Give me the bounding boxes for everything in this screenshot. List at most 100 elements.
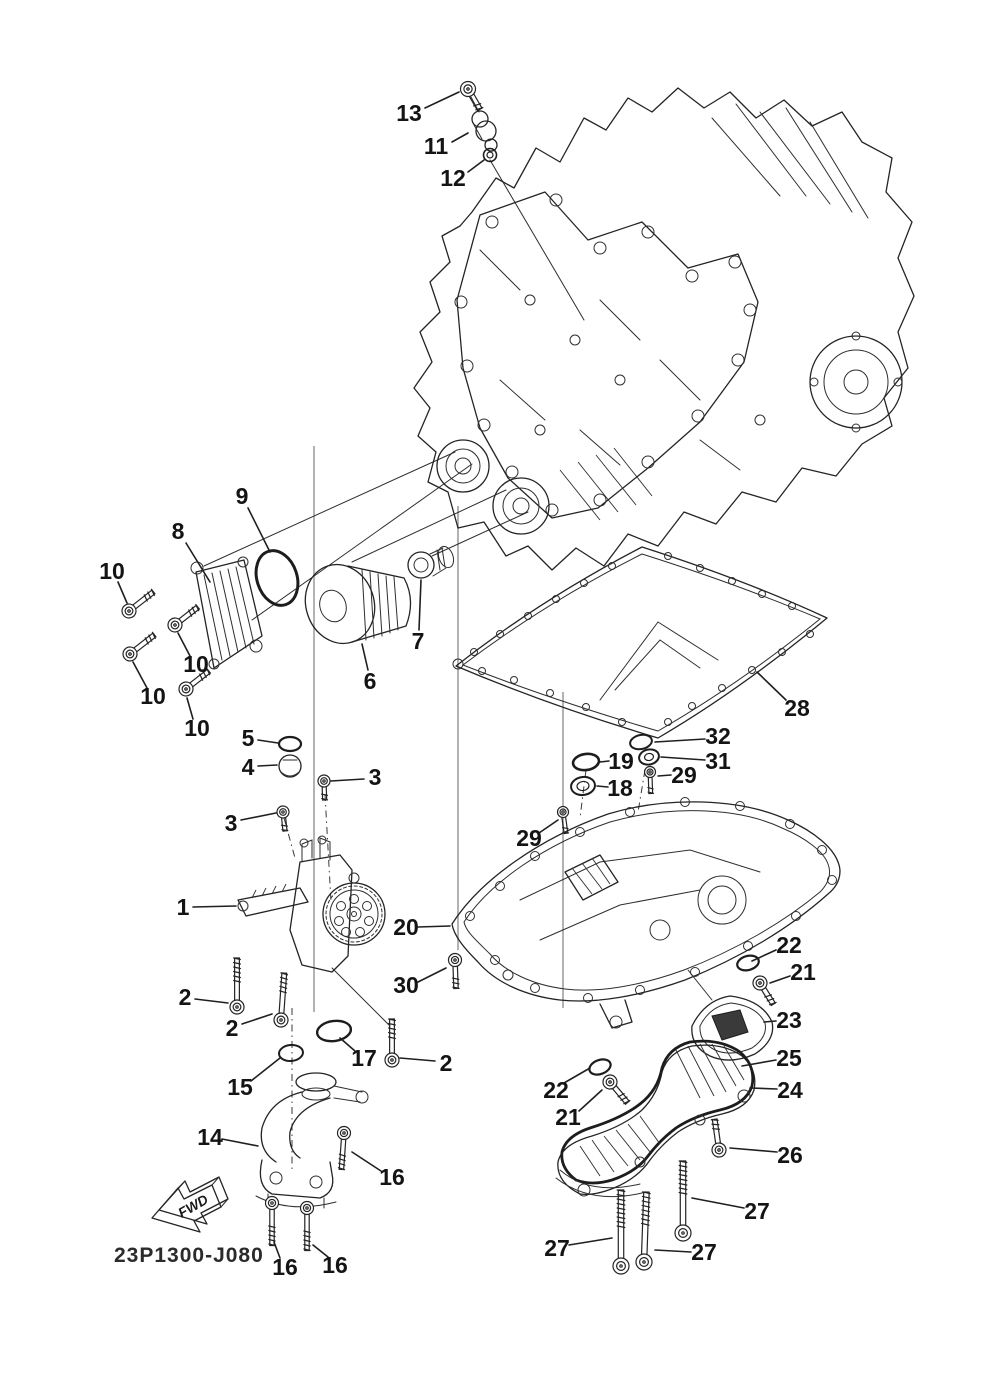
oring bbox=[588, 1058, 612, 1076]
callout-label-3: 3 bbox=[225, 810, 238, 836]
callout-leader bbox=[769, 975, 791, 984]
callout-leader bbox=[247, 507, 271, 553]
engine-ribs bbox=[711, 103, 869, 219]
callout-leader bbox=[257, 764, 278, 767]
callout-label-10: 10 bbox=[184, 715, 210, 741]
callout-label-4: 4 bbox=[242, 754, 255, 780]
callout-label-14: 14 bbox=[197, 1124, 223, 1150]
bolt bbox=[273, 972, 289, 1028]
callout-label-6: 6 bbox=[364, 668, 377, 694]
callout-label-10: 10 bbox=[140, 683, 166, 709]
callout-leader bbox=[339, 1037, 356, 1052]
callout-label-25: 25 bbox=[776, 1045, 802, 1071]
engine-block bbox=[413, 87, 915, 571]
bolt bbox=[122, 631, 157, 662]
callout-leader bbox=[330, 778, 365, 782]
callout-leader bbox=[418, 579, 422, 631]
callout-leader bbox=[241, 1013, 273, 1025]
oil-strainer bbox=[555, 1039, 756, 1198]
callout-label-27: 27 bbox=[691, 1239, 717, 1265]
bolt bbox=[635, 1191, 653, 1271]
relief-valve-plug bbox=[278, 754, 302, 778]
callout-label-2: 2 bbox=[440, 1050, 453, 1076]
callout-label-28: 28 bbox=[784, 695, 810, 721]
callout-leader bbox=[132, 661, 148, 689]
callout-label-16: 16 bbox=[272, 1254, 298, 1280]
oring bbox=[736, 954, 760, 972]
callout-leader bbox=[763, 1020, 777, 1023]
callout-leader bbox=[221, 1138, 259, 1147]
bolt bbox=[167, 603, 200, 633]
callout-label-3: 3 bbox=[369, 764, 382, 790]
bolt bbox=[384, 1018, 400, 1068]
engine-bosses bbox=[436, 439, 550, 535]
oil-pickup-pipe bbox=[255, 1072, 369, 1209]
callout-leader bbox=[729, 1147, 778, 1153]
bolt bbox=[447, 952, 463, 990]
callout-label-11: 11 bbox=[424, 133, 449, 159]
oil-pump-assembly bbox=[237, 835, 386, 973]
callout-label-2: 2 bbox=[226, 1015, 239, 1041]
bolt bbox=[299, 1200, 315, 1252]
bolt bbox=[459, 80, 484, 112]
fwd-label: FWD bbox=[175, 1191, 211, 1221]
callout-label-21: 21 bbox=[790, 959, 816, 985]
callout-label-26: 26 bbox=[777, 1142, 803, 1168]
oil-pressure-sensor bbox=[471, 110, 498, 152]
callout-label-24: 24 bbox=[777, 1077, 803, 1103]
gasket-bolt-holes bbox=[470, 552, 814, 726]
callout-label-22: 22 bbox=[543, 1077, 569, 1103]
bolt bbox=[752, 975, 777, 1007]
bolt bbox=[674, 1160, 692, 1242]
callout-leader bbox=[399, 1057, 436, 1062]
bolts bbox=[121, 80, 777, 1275]
oring bbox=[482, 147, 498, 163]
callout-label-10: 10 bbox=[99, 558, 125, 584]
callout-leader bbox=[751, 949, 777, 962]
callout-label-15: 15 bbox=[227, 1074, 253, 1100]
bolt bbox=[264, 1195, 280, 1247]
callout-leader bbox=[186, 697, 194, 720]
part-code: 23P1300-J080 bbox=[114, 1244, 264, 1267]
orings-washers bbox=[254, 147, 760, 1076]
oil-cooler bbox=[190, 556, 263, 670]
callout-leader bbox=[194, 998, 229, 1004]
callout-leader bbox=[568, 1237, 613, 1246]
bolt bbox=[643, 765, 657, 795]
callout-label-32: 32 bbox=[705, 723, 731, 749]
callout-leader bbox=[177, 632, 191, 657]
callout-label-23: 23 bbox=[776, 1007, 802, 1033]
engine-casting-detail bbox=[479, 249, 766, 521]
engine-side-cover bbox=[809, 331, 903, 433]
bolt bbox=[602, 1074, 631, 1105]
oring bbox=[571, 752, 601, 772]
callout-label-31: 31 bbox=[705, 748, 731, 774]
callout-label-10: 10 bbox=[183, 651, 209, 677]
oil-pan bbox=[451, 797, 841, 1029]
callout-label-29: 29 bbox=[516, 825, 542, 851]
oring bbox=[570, 775, 596, 797]
bolt bbox=[121, 588, 156, 619]
callout-leader bbox=[596, 785, 609, 788]
callout-leader bbox=[361, 643, 369, 671]
callout-label-1: 1 bbox=[177, 894, 190, 920]
callout-leader bbox=[467, 159, 485, 173]
callout-leader bbox=[599, 760, 610, 763]
callout-label-12: 12 bbox=[440, 165, 466, 191]
bolt bbox=[336, 1125, 352, 1171]
fwd-arrow: FWD bbox=[151, 1176, 229, 1233]
pan-rim-holes bbox=[465, 797, 837, 1003]
callout-leader bbox=[424, 91, 460, 109]
oring bbox=[278, 1043, 304, 1063]
bolt bbox=[317, 774, 331, 801]
callout-label-16: 16 bbox=[322, 1252, 348, 1278]
crankcase-gasket bbox=[452, 546, 828, 739]
bolt bbox=[612, 1189, 630, 1275]
callout-leader bbox=[691, 1197, 745, 1209]
bolt bbox=[178, 667, 211, 697]
callout-label-27: 27 bbox=[544, 1235, 570, 1261]
callout-label-19: 19 bbox=[608, 748, 634, 774]
oring bbox=[638, 748, 660, 766]
oring bbox=[254, 549, 300, 607]
callout-leader bbox=[312, 1244, 329, 1258]
